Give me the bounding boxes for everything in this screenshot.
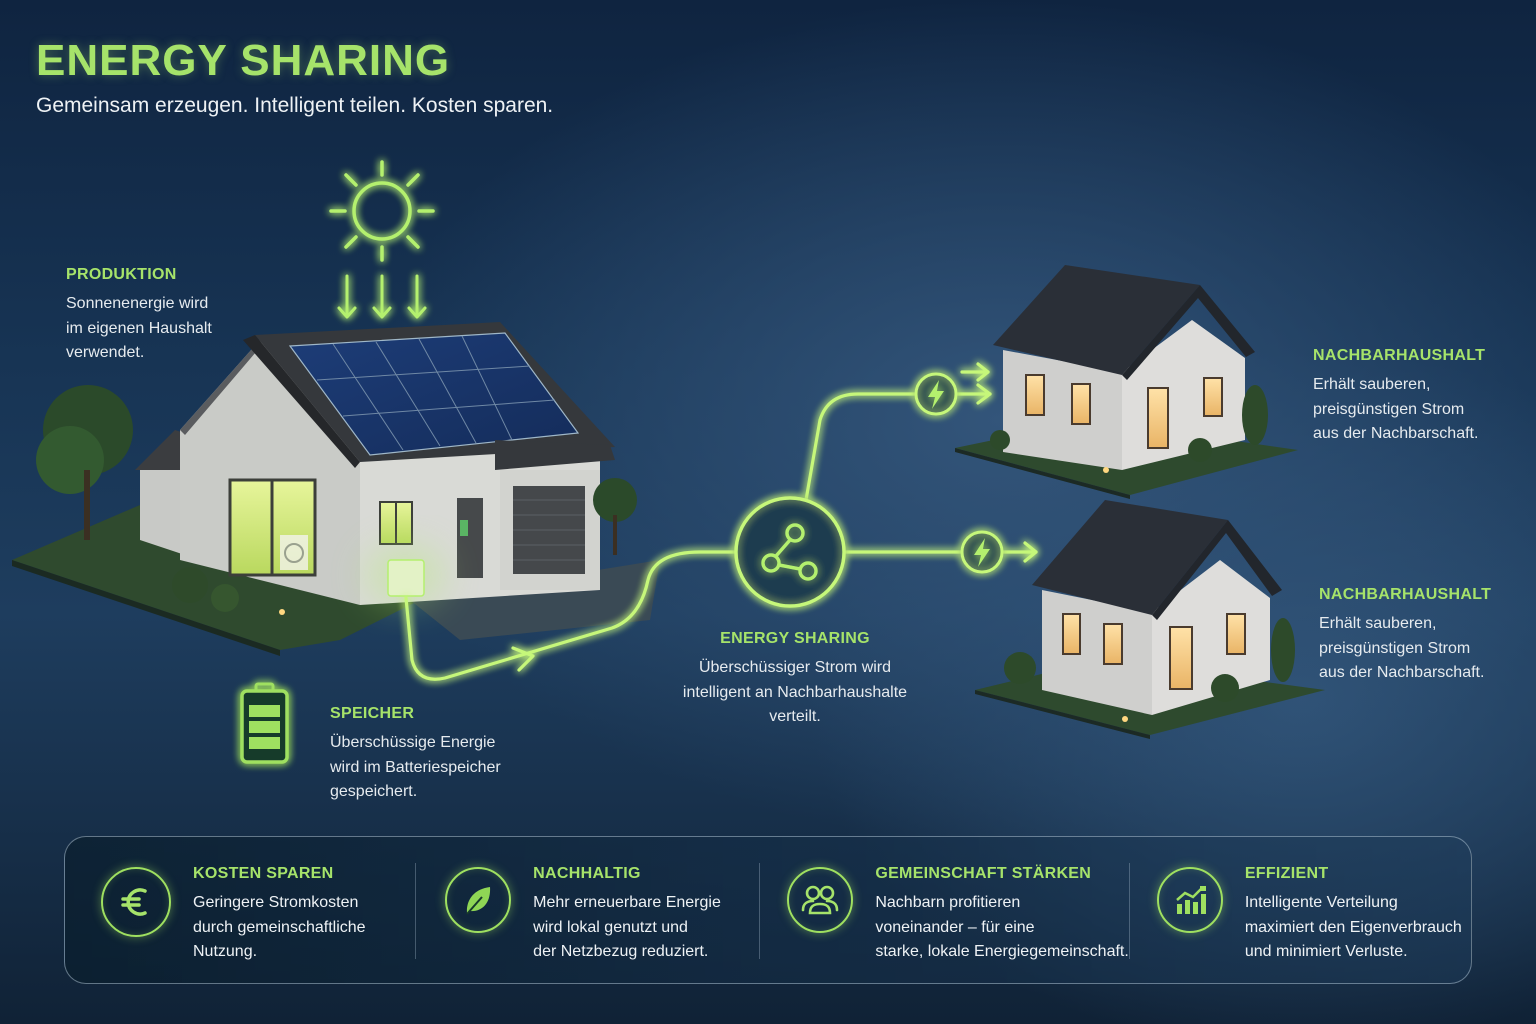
annotation-heading: NACHBARHAUSHALT: [1319, 586, 1492, 603]
benefit-body: Nachbarn profitieren voneinander – für e…: [875, 891, 1128, 965]
annotation-line: Überschüssiger Strom wird: [698, 659, 892, 676]
annotation-line: Erhält sauberen,: [1313, 376, 1431, 393]
benefit-heading: GEMEINSCHAFT STÄRKEN: [875, 865, 1092, 882]
sun-ray-arrows: [337, 274, 427, 319]
annotation-line: wird im Batteriespeicher: [330, 758, 501, 776]
lightning-bolt-icon: [960, 530, 1004, 574]
benefit-heading: EFFIZIENT: [1244, 865, 1329, 882]
neighbor-house-2: [975, 500, 1325, 739]
annotation-line: preisgünstigen Strom: [1313, 400, 1465, 418]
benefit-effizient: EFFIZIENT Intelligente Verteilung maximi…: [1128, 837, 1471, 983]
annotation-line: Sonnenenergie wird: [66, 295, 209, 312]
benefit-line: maximiert den Eigenverbrauch: [1244, 918, 1462, 936]
lightning-bolt-icon: [914, 372, 958, 416]
benefit-line: Intelligente Verteilung: [1244, 894, 1398, 911]
annotation-produktion: PRODUKTION Sonnenenergie wird im eigenen…: [66, 266, 212, 366]
annotation-neighbor-1: NACHBARHAUSHALT Erhält sauberen, preisgü…: [1313, 347, 1485, 447]
benefit-line: Mehr erneuerbare Energie: [533, 894, 721, 911]
annotation-line: aus der Nachbarschaft.: [1313, 425, 1479, 442]
benefit-body: Geringere Stromkosten durch gemeinschaft…: [193, 891, 366, 965]
benefit-line: durch gemeinschaftliche: [193, 918, 366, 936]
benefit-line: starke, lokale Energiegemeinschaft.: [875, 943, 1129, 960]
annotation-heading: NACHBARHAUSHALT: [1313, 347, 1486, 364]
benefit-nachhaltig: NACHHALTIG Mehr erneuerbare Energie wird…: [415, 837, 759, 983]
benefit-line: Nachbarn profitieren: [875, 894, 1021, 911]
benefit-line: und minimiert Verluste.: [1244, 943, 1408, 960]
share-network-icon: [734, 496, 846, 608]
annotation-body: Überschüssiger Strom wird intelligent an…: [660, 656, 930, 730]
benefit-heading: NACHHALTIG: [533, 865, 641, 882]
benefit-kosten-sparen: KOSTEN SPAREN Geringere Stromkosten durc…: [65, 837, 415, 983]
annotation-line: intelligent an Nachbarhaushalte: [682, 683, 908, 701]
battery-icon: [240, 682, 289, 764]
benefit-line: Nutzung.: [193, 943, 258, 960]
annotation-neighbor-2: NACHBARHAUSHALT Erhält sauberen, preisgü…: [1319, 586, 1491, 686]
page-subtitle: Gemeinsam erzeugen. Intelligent teilen. …: [36, 94, 554, 117]
annotation-line: verteilt.: [769, 708, 821, 725]
annotation-line: verwendet.: [66, 344, 145, 361]
benefit-gemeinschaft: GEMEINSCHAFT STÄRKEN Nachbarn profitiere…: [759, 837, 1129, 983]
annotation-body: Erhält sauberen, preisgünstigen Strom au…: [1313, 373, 1485, 447]
annotation-energy-sharing: ENERGY SHARING Überschüssiger Strom wird…: [660, 630, 930, 730]
benefit-line: Geringere Stromkosten: [193, 894, 359, 911]
leaf-icon: [445, 867, 512, 933]
neighbor-house-1: [955, 265, 1298, 499]
annotation-line: Überschüssige Energie: [330, 734, 496, 751]
annotation-line: Erhält sauberen,: [1319, 615, 1437, 632]
community-icon: [787, 867, 854, 933]
annotation-line: aus der Nachbarschaft.: [1319, 664, 1485, 681]
growth-chart-icon: [1156, 867, 1223, 933]
benefit-body: Mehr erneuerbare Energie wird lokal genu…: [533, 891, 721, 965]
annotation-line: gespeichert.: [330, 783, 418, 800]
annotation-line: im eigenen Haushalt: [66, 319, 212, 337]
solar-panels: [288, 332, 580, 456]
annotation-body: Erhält sauberen, preisgünstigen Strom au…: [1319, 612, 1491, 686]
annotation-heading: PRODUKTION: [66, 266, 177, 283]
annotation-line: preisgünstigen Strom: [1319, 639, 1471, 657]
benefit-heading: KOSTEN SPAREN: [193, 865, 334, 882]
benefit-body: Intelligente Verteilung maximiert den Ei…: [1245, 891, 1462, 965]
annotation-body: Sonnenenergie wird im eigenen Haushalt v…: [66, 292, 212, 366]
benefit-line: wird lokal genutzt und: [533, 918, 688, 936]
annotation-heading: ENERGY SHARING: [720, 630, 870, 647]
benefit-line: voneinander – für eine: [875, 918, 1035, 936]
page-title: ENERGY SHARING: [36, 36, 451, 85]
energy-flow-lines: [404, 362, 1038, 681]
benefits-panel: KOSTEN SPAREN Geringere Stromkosten durc…: [64, 836, 1472, 984]
producer-house: [12, 322, 660, 656]
annotation-speicher: SPEICHER Überschüssige Energie wird im B…: [330, 705, 501, 805]
sun-icon: [329, 160, 435, 262]
annotation-body: Überschüssige Energie wird im Batteriesp…: [330, 731, 501, 805]
benefit-line: der Netzbezug reduziert.: [533, 943, 709, 960]
annotation-heading: SPEICHER: [330, 705, 415, 722]
euro-icon: [101, 867, 171, 937]
